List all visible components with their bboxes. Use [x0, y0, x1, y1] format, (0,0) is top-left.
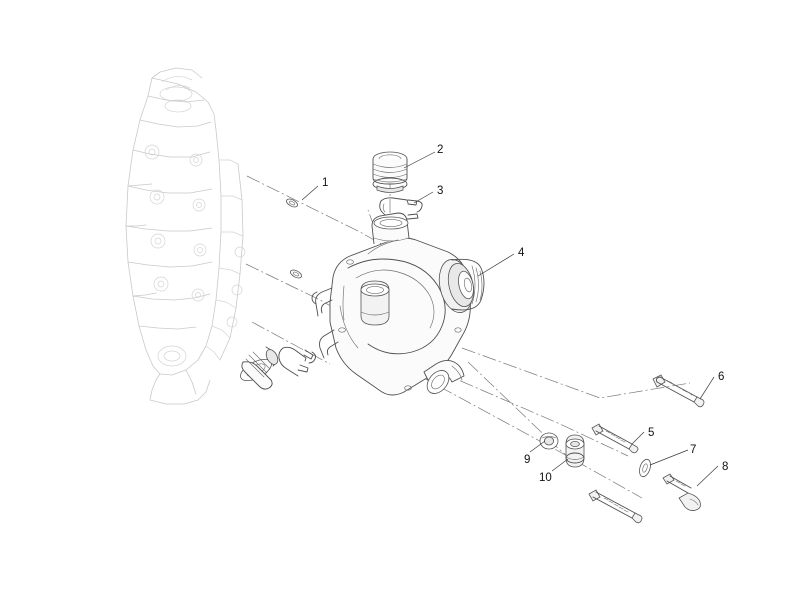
part-4-water-pump-housing — [311, 212, 485, 396]
part-2-cap-secondary — [240, 346, 279, 390]
assembly-axes — [245, 160, 691, 499]
part-2-cap — [372, 151, 408, 193]
callout-label-5: 5 — [648, 427, 655, 439]
part-8-stud-bolt — [662, 473, 701, 511]
engine-block-ghost — [125, 67, 246, 405]
callout-label-6: 6 — [718, 371, 725, 383]
leader-lines — [301, 151, 719, 487]
callout-label-1: 1 — [322, 177, 329, 189]
part-10-bushing — [565, 434, 585, 468]
part-7-washer — [639, 458, 651, 478]
callout-label-9: 9 — [524, 454, 531, 466]
part-6-bolt — [652, 374, 705, 408]
part-1-seal-ring-upper — [286, 198, 298, 208]
callout-label-10: 10 — [539, 472, 552, 484]
callout-label-7: 7 — [690, 444, 697, 456]
callout-label-2: 2 — [437, 144, 444, 156]
part-1-seal-ring-lower — [290, 269, 302, 279]
part-9-o-ring — [539, 432, 559, 450]
part-3-retaining-clip-secondary — [278, 346, 317, 377]
callout-label-4: 4 — [518, 247, 525, 259]
callout-label-3: 3 — [437, 185, 444, 197]
part-5-bolt-lower — [588, 489, 643, 524]
part-5-bolt — [591, 423, 639, 454]
callout-label-8: 8 — [722, 461, 729, 473]
